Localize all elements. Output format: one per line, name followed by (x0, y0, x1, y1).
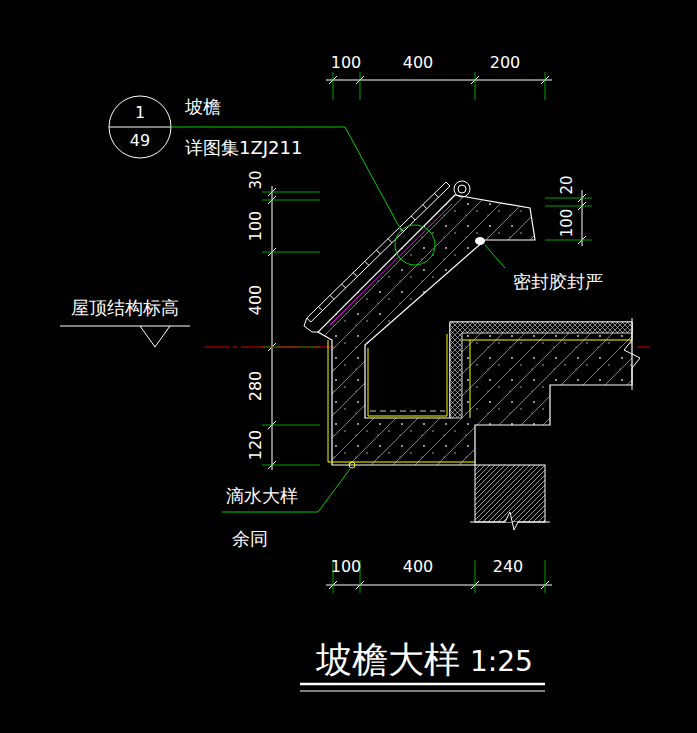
detail-number: 1 (135, 104, 145, 122)
dimension: 100 (331, 54, 362, 72)
dimension: 200 (490, 54, 521, 72)
dimension: 400 (403, 558, 434, 576)
dimension: 400 (403, 54, 434, 72)
dimension: 240 (493, 558, 524, 576)
dimension: 100 (331, 558, 362, 576)
dimension: 400 (247, 285, 265, 316)
drawing-scale: 1:25 (470, 647, 533, 678)
drip-note: 余同 (232, 529, 268, 549)
dimension: 100 (247, 211, 265, 242)
atlas-reference: 详图集1ZJ211 (185, 138, 302, 158)
dimension: 120 (247, 430, 265, 461)
elevation-note: 屋顶结构标高 (71, 298, 179, 318)
dimension: 280 (247, 371, 265, 402)
detail-name: 坡檐 (185, 97, 221, 117)
sheet-number: 49 (130, 133, 150, 151)
drip-note: 滴水大样 (226, 486, 298, 506)
drawing-title: 坡檐大样 (316, 640, 460, 680)
dimension: 30 (248, 170, 265, 189)
dimension: 100 (559, 209, 576, 238)
sealant-note: 密封胶封严 (513, 272, 603, 292)
detail-callout-circle: 1 49 (108, 95, 172, 159)
dimension: 20 (559, 175, 576, 194)
